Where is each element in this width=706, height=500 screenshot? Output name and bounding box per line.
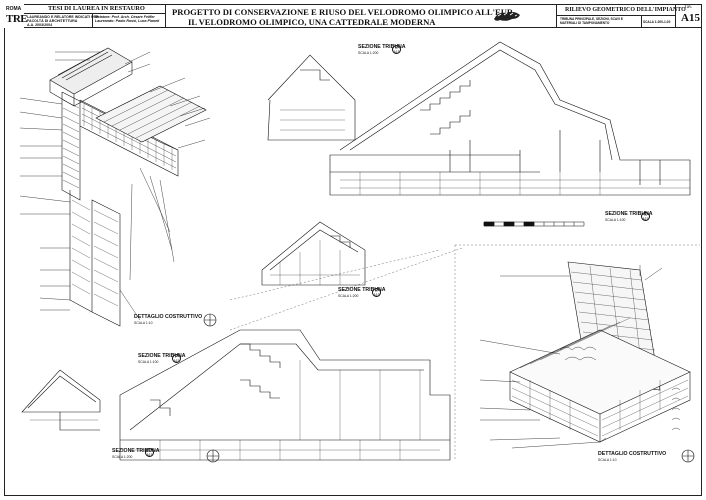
section-d-title: SEZIONE TRIBUNA	[358, 44, 406, 50]
section-n-title: SEZIONE TRIBUNA	[605, 211, 653, 217]
scale-box: SCALA 1:200-1:20	[643, 20, 671, 24]
students-line: FACOLTÀ DI ARCHITETTURA	[27, 18, 78, 23]
thesis-cell: TESI DI LAUREA IN RESTAURO LAUREANDO E R…	[24, 4, 166, 28]
university-logo: ROMA TRE	[4, 4, 28, 28]
sheet-title: RILIEVO GEOMETRICO DELL'IMPIANTO	[565, 7, 686, 13]
detail-right-title: DETTAGLIO COSTRUTTIVO	[598, 451, 667, 457]
marker-letter: D	[395, 46, 398, 50]
sheet-subtitle-line: MATERIALI DI TAMPONAMENTO	[560, 21, 610, 26]
marker-sheet: A15	[373, 293, 380, 298]
section-r-title: SEZIONE TRIBUNA	[112, 448, 160, 454]
section-p-scale: SCALA 1:100	[138, 360, 159, 364]
project-title-cell: PROGETTO DI CONSERVAZIONE E RIUSO DEL VE…	[166, 4, 556, 28]
section-d-drawing	[267, 41, 691, 196]
marker-letter: N	[644, 213, 647, 217]
supervisor-line: Relatore: Prof. Arch. Cesare Feiffer	[95, 15, 155, 19]
supervisors-block: Relatore: Prof. Arch. Cesare Feiffer Lau…	[95, 15, 159, 23]
section-r-drawing	[119, 329, 451, 461]
marker-letter: R	[148, 449, 151, 453]
students-line: A.A. 2003/2004	[27, 22, 53, 27]
marker-letter: E	[375, 289, 378, 293]
logo-bottom-text: TRE	[6, 13, 28, 25]
logo-top-text: ROMA	[6, 6, 22, 12]
supervisor-line: Laureando: Paolo Rossi, Luca Pianeti	[95, 19, 160, 24]
scale-bar	[483, 221, 585, 227]
section-p-drawing	[21, 369, 101, 431]
sheet-subtitle: TRIBUNA PRINCIPALE, SEZIONI, SCAVI E MAT…	[560, 17, 623, 25]
sheet-border	[4, 4, 702, 496]
section-e-drawing	[261, 221, 366, 286]
detail-left-title: DETTAGLIO COSTRUTTIVO	[134, 314, 203, 320]
section-p-title: SEZIONE TRIBUNA	[138, 353, 186, 359]
marker-sheet: A15	[642, 217, 649, 222]
tav-number: A15	[681, 12, 700, 24]
sheet-title-cell: RILIEVO GEOMETRICO DELL'IMPIANTO TRIBUNA…	[556, 4, 686, 28]
section-n-scale: SCALA 1:100	[605, 218, 626, 222]
tav-label: Tav.	[684, 5, 693, 10]
marker-sheet: A15	[393, 50, 400, 55]
title-block: ROMA TRE TESI DI LAUREA IN RESTAURO LAUR…	[4, 4, 702, 28]
project-title-2: IL VELODROMO OLIMPICO, UNA CATTEDRALE MO…	[188, 17, 436, 27]
students-block: LAUREANDO E RELATORE INDICATI PER FACOLT…	[27, 15, 98, 28]
detail-axonometric-left	[19, 47, 211, 327]
logo-cell: ROMA TRE	[4, 4, 28, 28]
project-title-1: PROGETTO DI CONSERVAZIONE E RIUSO DEL VE…	[172, 7, 514, 17]
sheet-subtitle-line: TRIBUNA PRINCIPALE, SEZIONI, SCAVI E	[560, 17, 623, 21]
detail-axonometric-right	[479, 261, 691, 449]
marker-sheet: A15	[146, 453, 153, 458]
marker-letter: P	[175, 355, 178, 359]
section-e-scale: SCALA 1:200	[338, 294, 359, 298]
section-r-scale: SCALA 1:200	[112, 455, 133, 459]
section-e-title: SEZIONE TRIBUNA	[338, 287, 386, 293]
thesis-title: TESI DI LAUREA IN RESTAURO	[48, 5, 145, 12]
tiger-emblem-icon	[494, 11, 520, 21]
section-d-scale: SCALA 1:200	[358, 51, 379, 55]
detail-right-scale: SCALA 1:10	[598, 458, 617, 462]
students-line: LAUREANDO E RELATORE INDICATI PER	[27, 14, 99, 19]
marker-sheet: A15	[173, 359, 180, 364]
detail-left-scale: SCALA 1:10	[134, 321, 153, 325]
